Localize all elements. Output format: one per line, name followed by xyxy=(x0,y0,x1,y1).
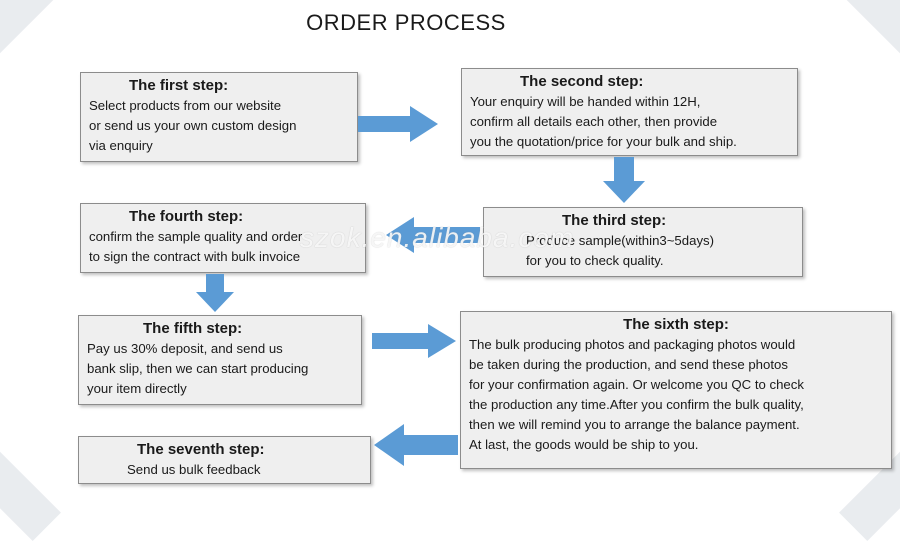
step-heading: The fifth step: xyxy=(143,320,243,337)
step-heading: The fourth step: xyxy=(129,208,244,225)
step-box-7: The seventh step: Send us bulk feedback xyxy=(78,436,371,484)
step-heading: The seventh step: xyxy=(137,441,265,458)
step-heading: The second step: xyxy=(520,73,644,90)
step-description: Send us bulk feedback xyxy=(127,462,261,477)
arrow-right-icon xyxy=(358,106,438,142)
step-box-1: The first step: Select products from our… xyxy=(80,72,358,162)
page-corner-edge xyxy=(839,0,900,56)
arrow-down-icon xyxy=(196,274,234,312)
step-description: Produce sample(within3~5days) for you to… xyxy=(526,233,715,268)
step-heading: The third step: xyxy=(562,212,667,229)
arrow-left-icon xyxy=(374,424,458,466)
arrow-right-icon xyxy=(372,324,456,358)
step-description: Select products from our website or send… xyxy=(89,98,297,153)
step-heading: The first step: xyxy=(129,77,229,94)
step-box-2: The second step: Your enquiry will be ha… xyxy=(461,68,798,156)
step-description: confirm the sample quality and order to … xyxy=(89,229,303,264)
step-box-4: The fourth step: confirm the sample qual… xyxy=(80,203,366,273)
arrow-left-icon xyxy=(386,217,480,253)
step-box-3: The third step: Produce sample(within3~5… xyxy=(483,207,803,277)
page-corner-edge xyxy=(0,449,61,541)
arrow-down-icon xyxy=(603,157,645,203)
step-description: Your enquiry will be handed within 12H, … xyxy=(470,94,737,149)
step-description: Pay us 30% deposit, and send us bank sli… xyxy=(87,341,309,396)
step-box-5: The fifth step: Pay us 30% deposit, and … xyxy=(78,315,362,405)
step-description: The bulk producing photos and packaging … xyxy=(469,337,804,452)
diagram-title: ORDER PROCESS xyxy=(306,10,506,35)
step-box-6: The sixth step: The bulk producing photo… xyxy=(460,311,892,469)
step-heading: The sixth step: xyxy=(623,316,729,333)
watermark: szok.en.alibaba.com xyxy=(300,222,575,253)
